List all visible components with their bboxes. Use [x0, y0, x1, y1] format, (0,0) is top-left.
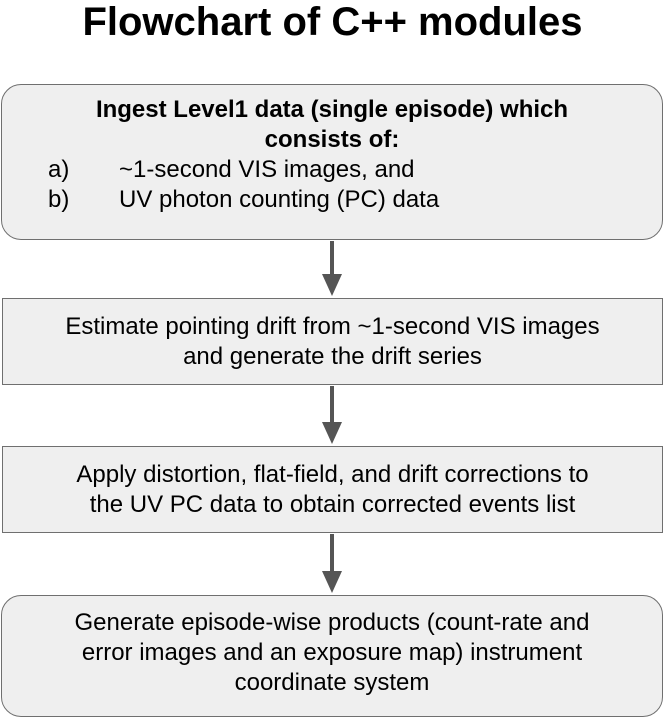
products-step-box: Generate episode-wise products (count-ra… — [1, 595, 663, 717]
list-marker: b) — [48, 186, 70, 213]
ingest-heading-line-2: consists of: — [264, 126, 400, 153]
corrections-line-1: Apply distortion, flat-field, and drift … — [76, 461, 589, 488]
list-marker: a) — [48, 156, 70, 183]
products-line-1: Generate episode-wise products (count-ra… — [74, 609, 590, 636]
page-title: Flowchart of C++ modules — [82, 0, 583, 44]
drift-estimation-step-box: Estimate pointing drift from ~1-second V… — [2, 298, 663, 385]
ingest-step-box: Ingest Level1 data (single episode) whic… — [1, 84, 663, 240]
products-line-2: error images and an exposure map) instru… — [81, 639, 583, 666]
ingest-list: a) ~1-second VIS images, and b) UV photo… — [2, 155, 662, 215]
arrow-1 — [322, 241, 342, 296]
ingest-list-item-b: b) UV photon counting (PC) data — [2, 185, 662, 215]
arrow-3 — [322, 534, 342, 593]
arrow-2 — [322, 386, 342, 444]
corrections-step-box: Apply distortion, flat-field, and drift … — [2, 446, 663, 533]
drift-estimation-line-2: and generate the drift series — [183, 343, 482, 370]
products-line-3: coordinate system — [234, 669, 430, 696]
list-text: UV photon counting (PC) data — [119, 186, 440, 213]
ingest-heading-line-1: Ingest Level1 data (single episode) whic… — [95, 96, 569, 123]
corrections-line-2: the UV PC data to obtain corrected event… — [89, 491, 576, 518]
ingest-list-item-a: a) ~1-second VIS images, and — [2, 155, 662, 185]
drift-estimation-line-1: Estimate pointing drift from ~1-second V… — [65, 313, 600, 340]
list-text: ~1-second VIS images, and — [119, 156, 415, 183]
